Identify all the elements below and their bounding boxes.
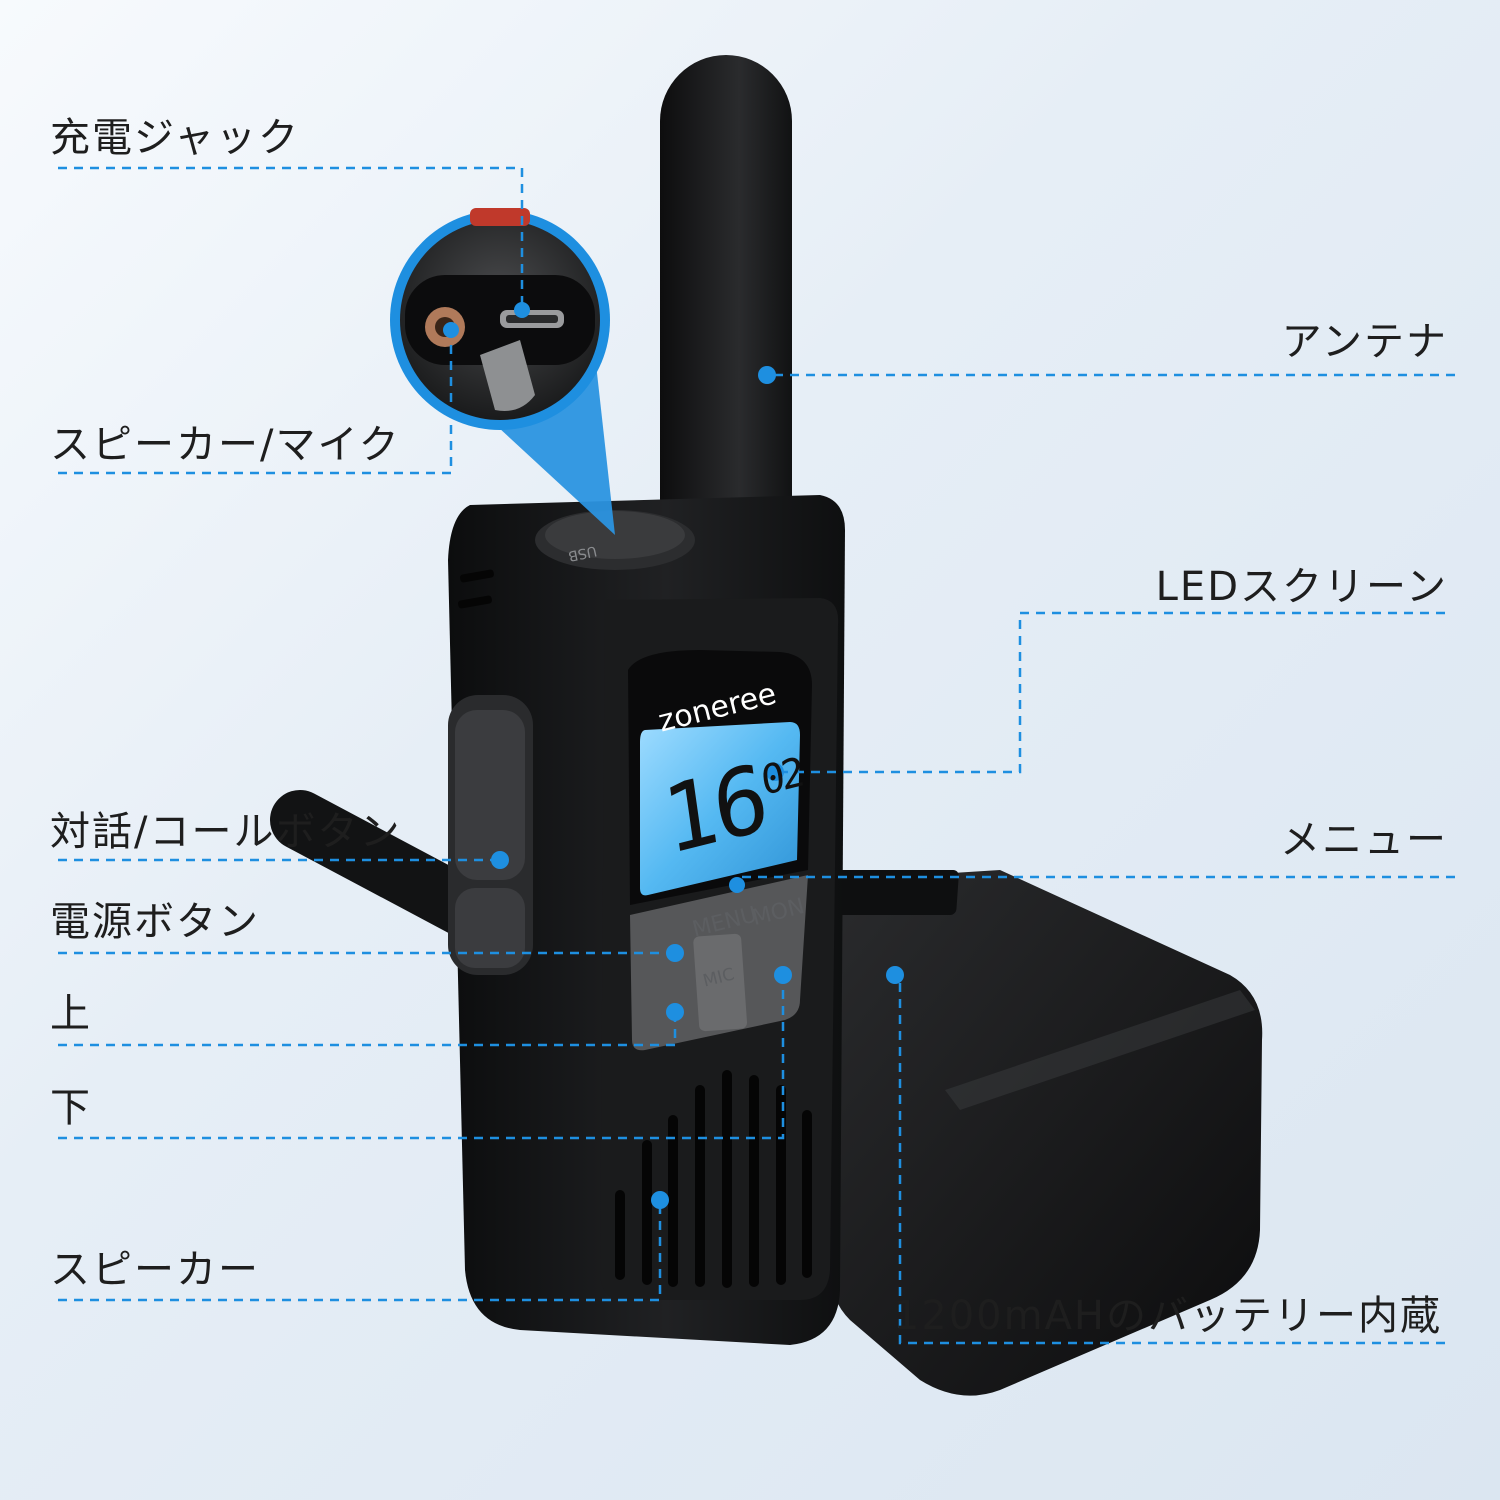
antenna <box>660 55 792 565</box>
key-mic-label: MIC <box>701 964 737 992</box>
brand-logo: zoneree <box>654 676 780 740</box>
label-antenna: アンテナ <box>1281 319 1448 365</box>
key-menu-label: MENU <box>689 902 760 943</box>
lcd-channel: 16 <box>656 744 772 876</box>
rear-antenna <box>270 789 498 940</box>
usb-port-label: USB <box>566 542 599 564</box>
label-power-button: 電源ボタン <box>50 899 260 945</box>
label-speaker-mic: スピーカー/マイク <box>50 422 401 468</box>
key-mon-label: MON <box>749 893 808 932</box>
label-menu: メニュー <box>1280 817 1448 863</box>
label-led-screen: LEDスクリーン <box>1155 564 1448 610</box>
label-battery: 1200mAHのバッテリー内蔵 <box>893 1293 1442 1339</box>
side-ptt <box>448 695 533 975</box>
label-charging-jack: 充電ジャック <box>50 115 300 161</box>
usb-port-zoom <box>390 208 615 535</box>
lcd-display: 1602 <box>657 743 807 875</box>
callout-dots <box>443 302 904 1209</box>
lcd-sub: 02 <box>758 749 804 806</box>
label-up: 上 <box>50 991 92 1037</box>
label-speaker: スピーカー <box>50 1247 260 1293</box>
label-down: 下 <box>50 1085 92 1131</box>
label-talk-call-button: 対話/コールボタン <box>50 809 402 855</box>
